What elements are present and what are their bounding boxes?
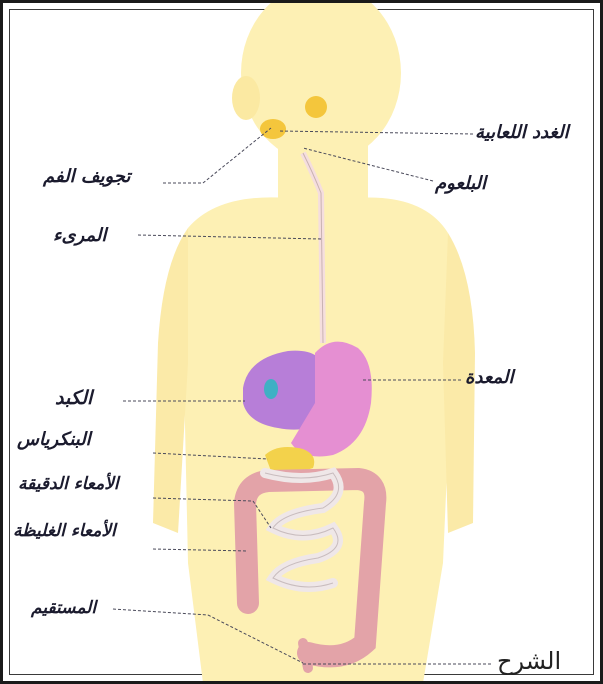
digestive-system-illustration — [3, 3, 603, 684]
gall-bladder-shape — [264, 379, 278, 399]
caption-text: الشرح — [497, 649, 561, 673]
salivary-gland-left — [260, 119, 286, 139]
leader-line-rectum-a — [113, 609, 208, 615]
label-stomach: المعدة — [465, 369, 513, 387]
leader-line-mouth-b — [203, 128, 271, 183]
salivary-gland-right — [305, 96, 327, 118]
label-large-intestine: الأمعاء الغليظة — [13, 523, 116, 540]
label-pancreas: البنكرياس — [17, 431, 91, 449]
label-small-intestine: الأمعاء الدقيقة — [18, 476, 119, 493]
ear-shape — [232, 76, 260, 120]
label-salivary-glands: الغدد اللعابية — [475, 124, 569, 142]
label-liver: الكبد — [55, 389, 92, 408]
label-esophagus: المرىء — [53, 227, 106, 245]
label-mouth-cavity: تجويف الفم — [43, 168, 130, 186]
label-rectum: المستقيم — [31, 600, 96, 617]
left-arm-shape — [153, 228, 188, 533]
label-pharynx: البلعوم — [435, 175, 486, 193]
